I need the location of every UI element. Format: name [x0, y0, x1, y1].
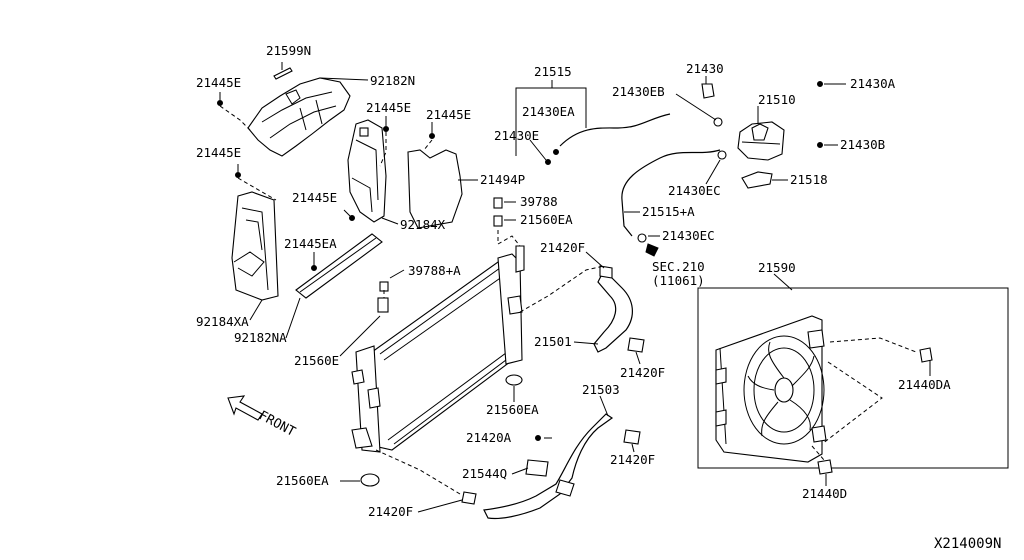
label-21430E: 21430E — [494, 128, 539, 143]
label-39788A: 39788+A — [408, 263, 461, 278]
air-guide-21494P — [407, 149, 463, 229]
reservoir-hose-21515A — [621, 149, 721, 237]
label-21430B: 21430B — [840, 137, 885, 152]
label-21445E-b: 21445E — [366, 100, 411, 115]
label-21560EA-b: 21560EA — [486, 402, 539, 417]
label-21599N: 21599N — [266, 43, 311, 58]
label-21430: 21430 — [686, 61, 724, 76]
lower-air-guide-92182NA — [295, 233, 383, 299]
label-21430EC-a: 21430EC — [668, 183, 721, 198]
side-air-guide-92184XA — [231, 191, 279, 301]
label-21420A: 21420A — [466, 430, 512, 445]
label-92184XA: 92184XA — [196, 314, 249, 329]
label-21445E-a: 21445E — [196, 75, 241, 90]
label-92182N: 92182N — [370, 73, 415, 88]
label-21515A: 21515+A — [642, 204, 695, 219]
label-21503: 21503 — [582, 382, 620, 397]
label-sec210-sub: (11061) — [652, 273, 705, 288]
figure-code: X214009N — [934, 536, 1001, 552]
label-21501: 21501 — [534, 334, 572, 349]
label-21445E-e: 21445E — [292, 190, 337, 205]
bracket-21544Q — [525, 459, 549, 477]
label-21420F-c: 21420F — [610, 452, 655, 467]
label-21518: 21518 — [790, 172, 828, 187]
label-21440DA: 21440DA — [898, 377, 951, 392]
bracket-21518 — [741, 171, 773, 189]
clip-fasteners — [217, 81, 933, 487]
label-21494P: 21494P — [480, 172, 525, 187]
label-21510: 21510 — [758, 92, 796, 107]
label-21430EC-b: 21430EC — [662, 228, 715, 243]
label-92184X: 92184X — [400, 217, 446, 232]
label-21445E-c: 21445E — [426, 107, 471, 122]
front-direction-arrow: FRONT — [227, 395, 298, 440]
radiator-core — [351, 245, 525, 453]
label-21430A: 21430A — [850, 76, 896, 91]
part-labels: 21599N 92182N 21445E 21445E 21445E 21445… — [196, 43, 1001, 552]
label-21560E: 21560E — [294, 353, 339, 368]
label-21445E-d: 21445E — [196, 145, 241, 160]
reservoir-tank-21510 — [737, 121, 785, 161]
lower-radiator-hose-21503 — [461, 413, 641, 520]
label-21560EA-c: 21560EA — [276, 473, 329, 488]
label-21445EA: 21445EA — [284, 236, 337, 251]
label-21440D: 21440D — [802, 486, 847, 501]
label-21544Q: 21544Q — [462, 466, 507, 481]
label-21430EA: 21430EA — [522, 104, 575, 119]
side-air-guide-92184X — [347, 119, 387, 223]
front-label: FRONT — [256, 408, 298, 440]
label-21420F-b: 21420F — [620, 365, 665, 380]
label-21515: 21515 — [534, 64, 572, 79]
leader-lines — [219, 62, 931, 513]
label-21420F-a: 21420F — [540, 240, 585, 255]
dashed-assembly-lines — [219, 105, 917, 495]
label-21590: 21590 — [758, 260, 796, 275]
label-21560EA-a: 21560EA — [520, 212, 573, 227]
label-92182NA: 92182NA — [234, 330, 287, 345]
cap-21430 — [701, 83, 715, 99]
label-21420F-d: 21420F — [368, 504, 413, 519]
label-39788: 39788 — [520, 194, 558, 209]
label-21430EB: 21430EB — [612, 84, 665, 99]
upper-radiator-hose-21501 — [593, 265, 645, 353]
label-sec210: SEC.210 — [652, 259, 705, 274]
upper-air-guide-92182N — [247, 77, 351, 157]
reservoir-hose-21515 — [559, 113, 671, 147]
seal-strip-21599N — [273, 67, 293, 80]
fan-shroud-frame-21590 — [697, 287, 1009, 469]
